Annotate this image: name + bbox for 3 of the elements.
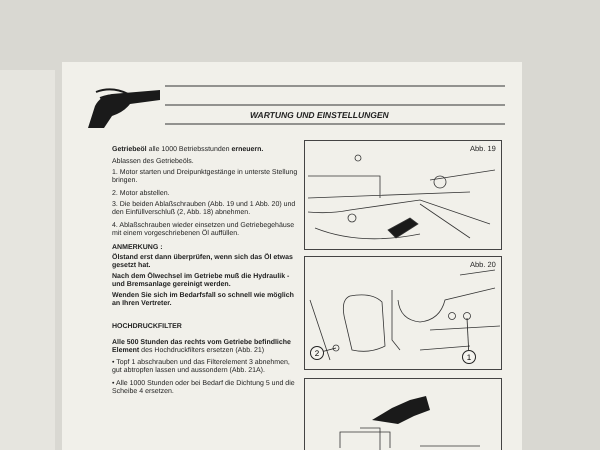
leader-line bbox=[466, 318, 470, 350]
page-heading: WARTUNG UND EINSTELLUNGEN bbox=[250, 110, 389, 120]
leader-line bbox=[323, 348, 336, 352]
